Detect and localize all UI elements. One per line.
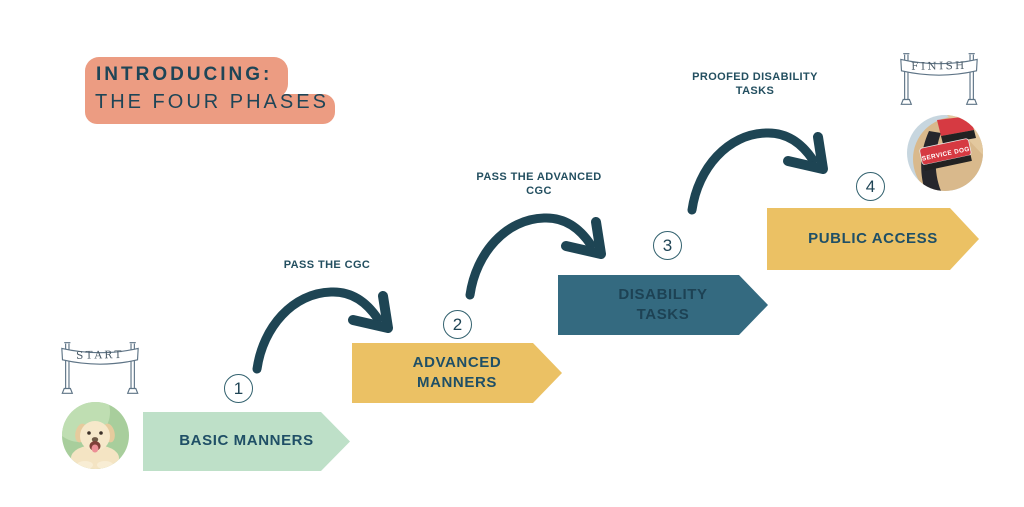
phase-number-1: 1 — [224, 374, 253, 403]
transition-label-proofed-disability-tasks: PROOFED DISABILITY TASKS — [692, 71, 818, 98]
finish-ribbon — [900, 58, 978, 76]
phase-banner-disability-tasks: DISABILITY TASKS — [558, 275, 768, 335]
title-background-bottom — [85, 94, 335, 124]
service-dog-illustration: SERVICE DOG — [913, 115, 983, 191]
start-label: START — [76, 349, 124, 362]
phase-label: ADVANCED MANNERS — [412, 353, 502, 391]
phase-banner-advanced-manners: ADVANCED MANNERS — [352, 343, 562, 403]
finish-dog-photo: SERVICE DOG — [907, 115, 983, 191]
phase-banner-public-access: PUBLIC ACCESS — [767, 208, 979, 270]
phase-banner-basic-manners: BASIC MANNERS — [143, 412, 350, 471]
title-background-top — [85, 57, 288, 98]
finish-label: FINISH — [911, 60, 967, 73]
start-gate: START — [54, 336, 146, 399]
phase-number-2: 2 — [443, 310, 472, 339]
phase-label: PUBLIC ACCESS — [808, 229, 938, 247]
curved-arrow-2 — [460, 203, 610, 303]
transition-label-pass-advanced-cgc: PASS THE ADVANCED CGC — [476, 171, 602, 198]
phase-label: DISABILITY TASKS — [618, 285, 708, 323]
start-ribbon — [61, 347, 139, 365]
finish-gate: FINISH — [893, 47, 985, 110]
page-title: THE FOUR PHASES — [95, 91, 329, 113]
phase-number-3: 3 — [653, 231, 682, 260]
curved-arrow-1 — [247, 277, 397, 377]
start-dog-photo — [62, 402, 129, 469]
transition-label-pass-cgc: PASS THE CGC — [283, 259, 371, 271]
puppy-illustration — [71, 421, 119, 469]
curved-arrow-3 — [682, 118, 832, 218]
phase-label: BASIC MANNERS — [179, 432, 314, 450]
phase-number-4: 4 — [856, 172, 885, 201]
title-intro: INTRODUCING: — [96, 64, 273, 85]
